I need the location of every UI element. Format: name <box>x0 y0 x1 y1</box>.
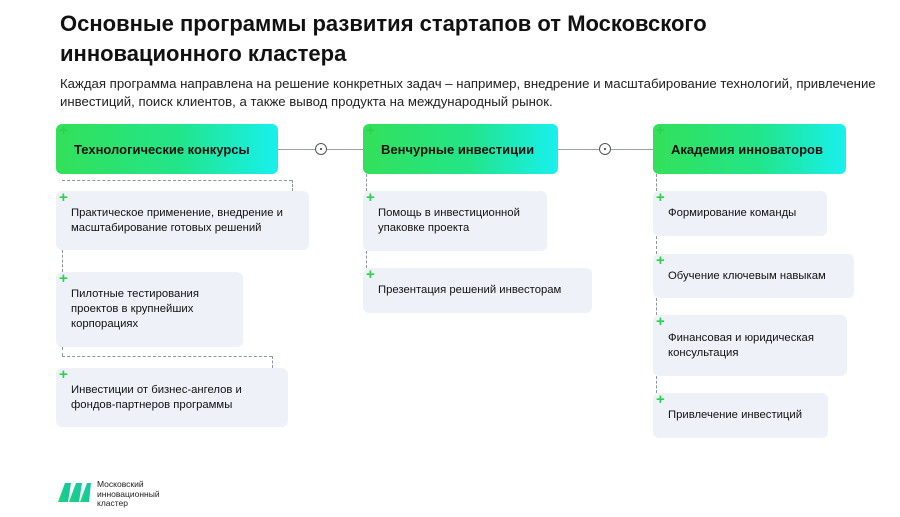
plus-icon: + <box>656 122 665 139</box>
dashed-connector <box>62 250 63 272</box>
program-item: + Инвестиции от бизнес-ангелов и фондов-… <box>56 366 288 427</box>
plus-icon: + <box>656 252 665 269</box>
program-item: + Обучение ключевым навыкам <box>653 252 854 298</box>
program-item-text: Финансовая и юридическая консультация <box>668 331 814 359</box>
program-item: + Привлечение инвестиций <box>653 391 828 438</box>
program-item: + Финансовая и юридическая консультация <box>653 313 847 376</box>
dashed-connector <box>272 356 273 368</box>
page-subtitle: Каждая программа направлена на решение к… <box>60 76 876 109</box>
dashed-connector <box>656 376 657 393</box>
plus-icon: + <box>59 270 68 287</box>
program-item-text: Привлечение инвестиций <box>668 409 803 421</box>
plus-icon: + <box>59 189 68 206</box>
program-item-text: Помощь в инвестиционной упаковке проекта <box>378 207 520 234</box>
logo-text: Московский инновационный кластер <box>97 479 160 508</box>
plus-icon: + <box>366 266 375 283</box>
dashed-connector <box>292 180 293 191</box>
program-item: + Практическое применение, внедрение и м… <box>56 189 309 250</box>
mik-logo-icon <box>58 483 91 502</box>
program-item-text: Пилотные тестирования проектов в крупней… <box>71 288 199 330</box>
program-item: + Формирование команды <box>653 189 827 236</box>
dashed-connector <box>62 356 272 357</box>
plus-icon: + <box>366 189 375 206</box>
dashed-connector <box>366 174 367 191</box>
connector-node <box>599 143 611 155</box>
dashed-connector <box>656 236 657 254</box>
dashed-connector <box>656 174 657 191</box>
program-header-venture-investments: + Венчурные инвестиции <box>363 122 558 174</box>
program-item: + Пилотные тестирования проектов в крупн… <box>56 270 243 347</box>
program-item-text: Обучение ключевым навыкам <box>668 269 826 282</box>
program-title: Академия инноваторов <box>671 141 823 157</box>
plus-icon: + <box>656 391 665 408</box>
program-item: + Помощь в инвестиционной упаковке проек… <box>363 189 547 251</box>
plus-icon: + <box>366 122 375 139</box>
plus-icon: + <box>656 189 665 206</box>
connector-node <box>315 143 327 155</box>
program-item-text: Практическое применение, внедрение и мас… <box>71 206 283 234</box>
program-title: Венчурные инвестиции <box>381 141 535 157</box>
dashed-connector <box>62 347 63 356</box>
dashed-connector <box>366 251 367 268</box>
dashed-connector <box>62 180 292 181</box>
program-item: + Презентация решений инвесторам <box>363 266 592 313</box>
plus-icon: + <box>656 313 665 330</box>
program-header-innovators-academy: + Академия инноваторов <box>653 122 846 174</box>
program-item-text: Инвестиции от бизнес-ангелов и фондов-па… <box>71 383 242 411</box>
plus-icon: + <box>59 366 68 383</box>
dashed-connector <box>656 298 657 315</box>
plus-icon: + <box>59 122 68 139</box>
page-title: Основные программы развития стартапов от… <box>60 11 707 66</box>
program-title: Технологические конкурсы <box>74 141 250 157</box>
program-item-text: Формирование команды <box>668 207 797 219</box>
program-header-tech-contests: + Технологические конкурсы <box>56 122 278 174</box>
program-item-text: Презентация решений инвесторам <box>378 284 562 296</box>
